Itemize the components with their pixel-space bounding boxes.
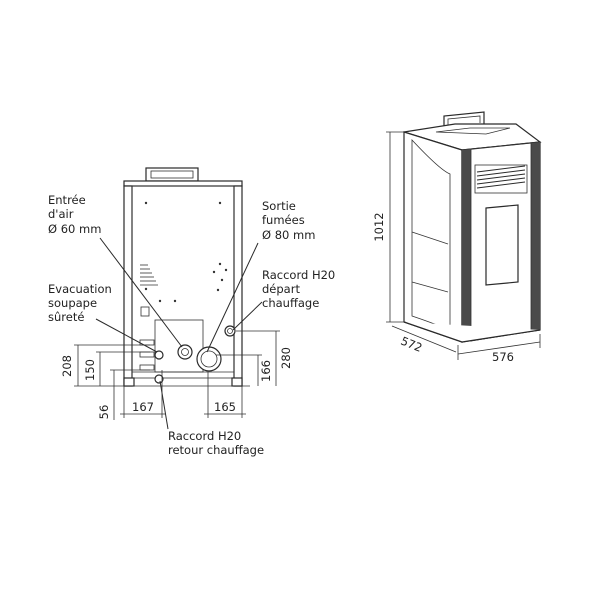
- rear-top-rail: [123, 180, 243, 187]
- safety-valve-label-2: soupape: [48, 296, 97, 310]
- dim-576: 576: [492, 350, 514, 364]
- dim-1012: 1012: [372, 212, 386, 241]
- return-fitting: [154, 374, 164, 384]
- flue-outlet-label-1: Sortie: [262, 199, 296, 213]
- rear-dimension-lines: [74, 330, 280, 420]
- safety-valve-label-3: sûreté: [48, 310, 84, 324]
- leader-lines: [95, 237, 263, 430]
- air-intake-fitting: [177, 344, 193, 360]
- dim-572: 572: [399, 334, 425, 355]
- front-vent-slats: [476, 165, 526, 189]
- air-intake-label-3: Ø 60 mm: [48, 222, 101, 236]
- perspective-view: [403, 111, 542, 343]
- flow-fitting: [224, 325, 236, 337]
- return-fitting-label-1: Raccord H20: [168, 429, 241, 443]
- flow-fitting-label-2: départ: [262, 282, 300, 296]
- air-intake-label-2: d'air: [48, 207, 74, 221]
- rear-dimension-values: 208 150 56 167 165 166 280: [60, 347, 293, 419]
- dim-166: 166: [259, 360, 273, 382]
- dim-150: 150: [83, 359, 97, 381]
- flow-fitting-label-1: Raccord H20: [262, 268, 335, 282]
- dim-167: 167: [132, 400, 154, 414]
- perspective-dimension-lines: [386, 131, 541, 360]
- rear-top-handle: [145, 167, 199, 182]
- dim-165: 165: [214, 400, 236, 414]
- flue-outlet-label-3: Ø 80 mm: [262, 228, 315, 242]
- callout-labels: Entrée d'air Ø 60 mm Sortie fumées Ø 80 …: [48, 193, 335, 457]
- dim-56: 56: [97, 405, 111, 420]
- flue-outlet-label-2: fumées: [262, 213, 305, 227]
- side-panel: [403, 131, 463, 343]
- dim-280: 280: [279, 347, 293, 369]
- rear-view: [123, 167, 243, 387]
- dim-208: 208: [60, 355, 74, 377]
- glass-door: [485, 204, 519, 286]
- rear-vent-slots: [140, 264, 158, 286]
- front-left-band: [462, 149, 471, 342]
- rear-back-panel: [131, 185, 235, 379]
- air-intake-label-1: Entrée: [48, 193, 86, 207]
- rear-lower-plate: [154, 319, 204, 373]
- safety-valve-label-1: Evacuation: [48, 282, 112, 296]
- return-fitting-label-2: retour chauffage: [168, 443, 264, 457]
- rear-left-column: [123, 185, 133, 387]
- flow-fitting-label-3: chauffage: [262, 296, 319, 310]
- front-right-band: [531, 142, 540, 331]
- safety-valve-fitting: [154, 350, 164, 360]
